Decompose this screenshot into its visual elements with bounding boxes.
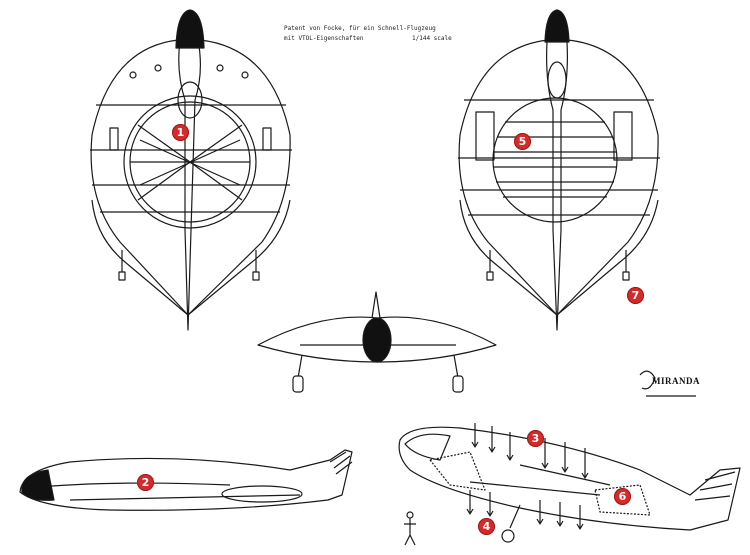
bottom-view-lower-surface	[458, 39, 660, 331]
marker-5: 5	[514, 133, 531, 150]
signature-mark	[639, 370, 696, 397]
side-view-canopy	[21, 469, 55, 501]
cutaway-view	[398, 423, 741, 543]
marker-3: 3	[527, 430, 544, 447]
marker-2: 2	[137, 474, 154, 491]
front-view-canopy	[362, 317, 392, 363]
caption-line-1: Patent von Focke, für ein Schnell-Flugze…	[284, 25, 436, 32]
pilot-figure	[404, 511, 416, 546]
caption-scale: 1/144 scale	[412, 35, 452, 42]
marker-4: 4	[478, 518, 495, 535]
front-view	[257, 291, 497, 393]
top-view-canopy	[175, 9, 205, 49]
marker-6: 6	[614, 488, 631, 505]
marker-1: 1	[172, 124, 189, 141]
top-view-upper-surface	[90, 39, 292, 331]
caption-line-2: mit VTOL-Eigenschaften	[284, 35, 364, 42]
artist-signature: MIRANDA	[652, 376, 700, 386]
marker-7: 7	[627, 287, 644, 304]
bottom-view-nose	[544, 9, 570, 43]
drawing-caption: Patent von Focke, für ein Schnell-Flugze…	[284, 24, 454, 44]
side-view	[19, 449, 353, 511]
